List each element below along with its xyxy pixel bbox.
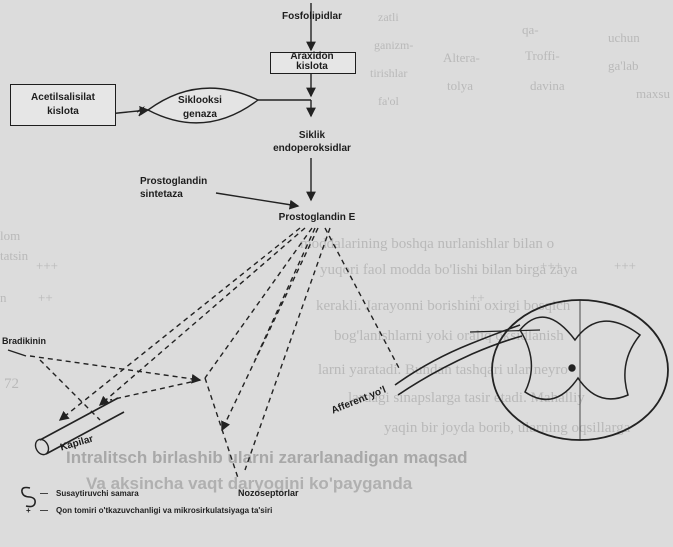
legend-dash: —	[40, 506, 48, 515]
acetylsalicylic-acid-label-line2: kislota	[10, 106, 116, 118]
cyclic-endoperoxides-label-line1: Siklik	[262, 130, 362, 142]
cyclic-endoperoxides-label-line2: endoperoksidlar	[262, 143, 362, 155]
cyclooxygenase-label-line1: Siklooksi	[160, 95, 240, 107]
legend-symbol-plus: +	[26, 506, 31, 515]
legend-text-plus: Qon tomiri o'tkazuvchanligi va mikrosirk…	[56, 506, 272, 515]
cyclooxygenase-label-line2: genaza	[160, 109, 240, 121]
arrow-synthetase-to-pge	[216, 193, 298, 206]
afferent-nerve	[395, 325, 520, 385]
acetylsalicylic-acid-label-line1: Acetilsalisilat	[10, 92, 116, 104]
phospholipids-label: Fosfolipidlar	[270, 11, 354, 23]
prostaglandin-e-label: Prostoglandin E	[262, 212, 372, 224]
legend-text-s: Susaytiruvchi samara	[56, 489, 139, 498]
legend-dash: —	[40, 489, 48, 498]
inhibit-mark	[137, 108, 143, 116]
bradykinin-label: Bradikinin	[2, 335, 46, 347]
acetylsalicylic-acid-box	[10, 84, 116, 126]
capillary-end	[33, 437, 51, 457]
prostaglandin-synthetase-label-line2: sintetaza	[140, 189, 183, 201]
legend-s-symbol	[22, 488, 35, 507]
prostaglandin-synthetase-label-line1: Prostoglandin	[140, 176, 207, 188]
arachidonic-acid-label-line2: kislota	[270, 61, 354, 73]
nociceptors-label: Nozoseptorlar	[238, 487, 299, 499]
